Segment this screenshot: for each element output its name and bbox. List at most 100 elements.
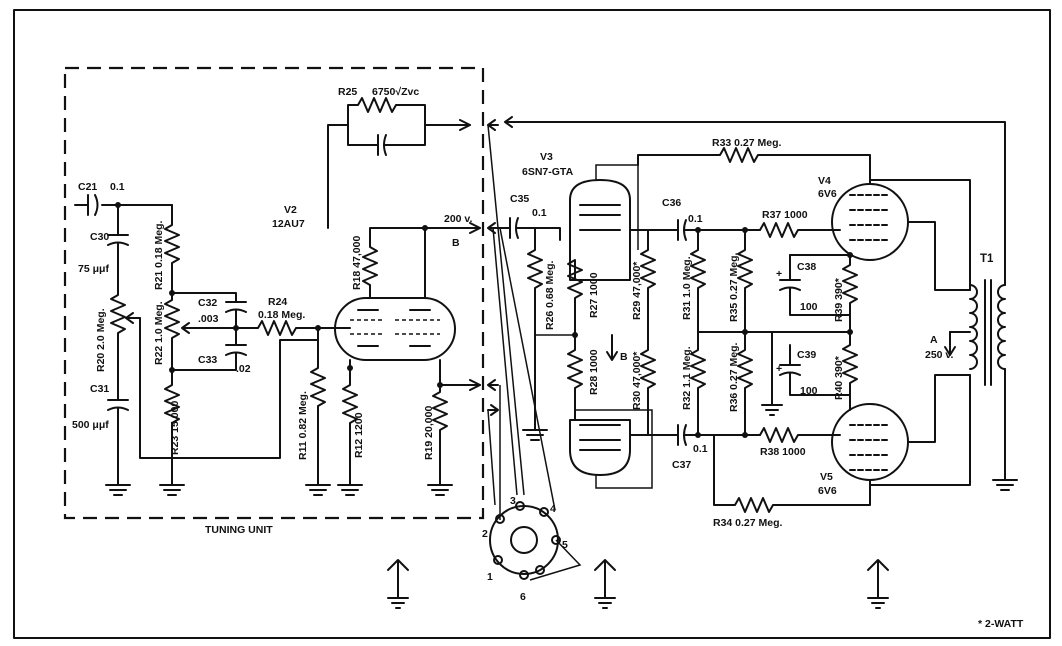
t1-secondary [997, 284, 1006, 370]
c39-symbol [779, 344, 851, 396]
chassis-ground-3 [867, 559, 889, 609]
pin-1 [493, 555, 503, 565]
r40-label: R40 390* [833, 355, 845, 400]
pin-label-5: 5 [562, 539, 568, 551]
b-mid-node: B [620, 351, 628, 363]
c39-value: 100 [800, 385, 818, 397]
r25-value: 6750√Zvc [372, 86, 419, 98]
r21-symbol [164, 204, 180, 294]
two-watt-note: * 2-WATT [978, 618, 1024, 630]
c38-plus: + [776, 268, 782, 280]
v2-bplus-node: B [452, 237, 460, 249]
c35-label: C35 [510, 193, 529, 205]
r25-label: R25 [338, 86, 357, 98]
r34-label: R34 0.27 Meg. [713, 517, 783, 529]
c21-symbol [87, 194, 99, 216]
r20-wiper [125, 312, 141, 324]
v5-electrodes [849, 424, 891, 471]
pin-2 [495, 514, 505, 524]
c37-symbol [669, 424, 761, 446]
v4-electrodes [849, 194, 891, 241]
r33-label: R33 0.27 Meg. [712, 137, 782, 149]
r30-label: R30 47,000* [631, 351, 643, 410]
r27-label: R27 1000 [588, 272, 600, 318]
chassis-ground-2 [594, 559, 616, 609]
r24-value: 0.18 Meg. [258, 309, 305, 321]
socket-key [510, 526, 538, 554]
r31-symbol [690, 229, 706, 333]
r39-symbol [842, 254, 858, 333]
r32-symbol [690, 331, 706, 436]
c39-label: C39 [797, 349, 816, 361]
v2-ref: V2 [284, 204, 297, 216]
c37-label: C37 [672, 459, 691, 471]
r12-label: R12 1200 [353, 412, 365, 458]
c35-symbol [497, 217, 561, 241]
v2-electrodes [357, 309, 431, 347]
ground-r12 [337, 484, 363, 496]
v2-grids [350, 319, 440, 335]
r31-label: R31 1.0 Meg. [681, 256, 693, 320]
ground-r11 [305, 484, 331, 496]
a-node-label: A [930, 334, 938, 346]
wiper-feedback-wire [139, 317, 319, 459]
tuning-unit-box [63, 66, 485, 520]
chassis-ground-1 [387, 559, 409, 609]
c31-symbol [107, 374, 129, 486]
pin-3 [515, 501, 525, 511]
r11-label: R11 0.82 Meg. [297, 391, 309, 460]
v2-bplus-voltage: 200 v. [444, 213, 472, 225]
fb-connector [487, 119, 499, 131]
r37-label: R37 1000 [762, 209, 808, 221]
r32-label: R32 1.1 Meg. [681, 346, 693, 410]
c21-value: 0.1 [110, 181, 125, 193]
r22-wiper [181, 322, 201, 334]
r21-label: R21 0.18 Meg. [153, 220, 165, 290]
v2-envelope [334, 297, 456, 361]
r34-symbol [713, 434, 871, 513]
primary-wires [907, 221, 971, 443]
r37-symbol [759, 222, 841, 238]
c35-value: 0.1 [532, 207, 547, 219]
ground-r23 [159, 484, 185, 496]
c32-value: .003 [198, 313, 219, 325]
c38-symbol [779, 254, 851, 316]
ground-r19 [427, 484, 453, 496]
pin-4 [539, 507, 549, 517]
r19-label: R19 20,000 [423, 406, 435, 460]
v5-ref: V5 [820, 471, 833, 483]
sig-connector [487, 379, 499, 391]
pin-label-4: 4 [550, 503, 556, 515]
v3-bottom-envelope [569, 419, 631, 476]
ground-bias [761, 331, 783, 416]
r28-label: R28 1000 [588, 349, 600, 395]
secondary-ground [992, 269, 1018, 491]
c36-symbol [669, 219, 761, 241]
r23-label: R23 15,000 [169, 401, 181, 455]
c36-label: C36 [662, 197, 681, 209]
socket-jumper [529, 539, 582, 581]
r25-network [327, 97, 471, 229]
plate-feeds [869, 179, 971, 486]
r29-symbol [640, 229, 656, 336]
r35-label: R35 0.27 Meg. [728, 252, 740, 322]
c37-value: 0.1 [693, 443, 708, 455]
feedback-return [504, 116, 1006, 271]
v3-cross-wires [575, 164, 653, 489]
c32-symbol [171, 292, 247, 329]
r20-label: R20 2.0 Meg. [95, 308, 107, 372]
v5-envelope [831, 403, 909, 481]
t1-primary [969, 284, 978, 370]
pin-label-6: 6 [520, 591, 526, 603]
r33-symbol [637, 147, 871, 185]
v3-plate-wires [629, 229, 671, 436]
pin-5 [551, 535, 561, 545]
tuning-unit-label: TUNING UNIT [205, 524, 273, 536]
v4-ref: V4 [818, 175, 831, 187]
c38-value: 100 [800, 301, 818, 313]
c30-value: 75 μμf [78, 263, 109, 275]
fb-arrow-in [459, 119, 471, 131]
v4-type: 6V6 [818, 188, 837, 200]
r12-symbol [342, 367, 358, 486]
r29-label: R29 47,000* [631, 261, 643, 320]
